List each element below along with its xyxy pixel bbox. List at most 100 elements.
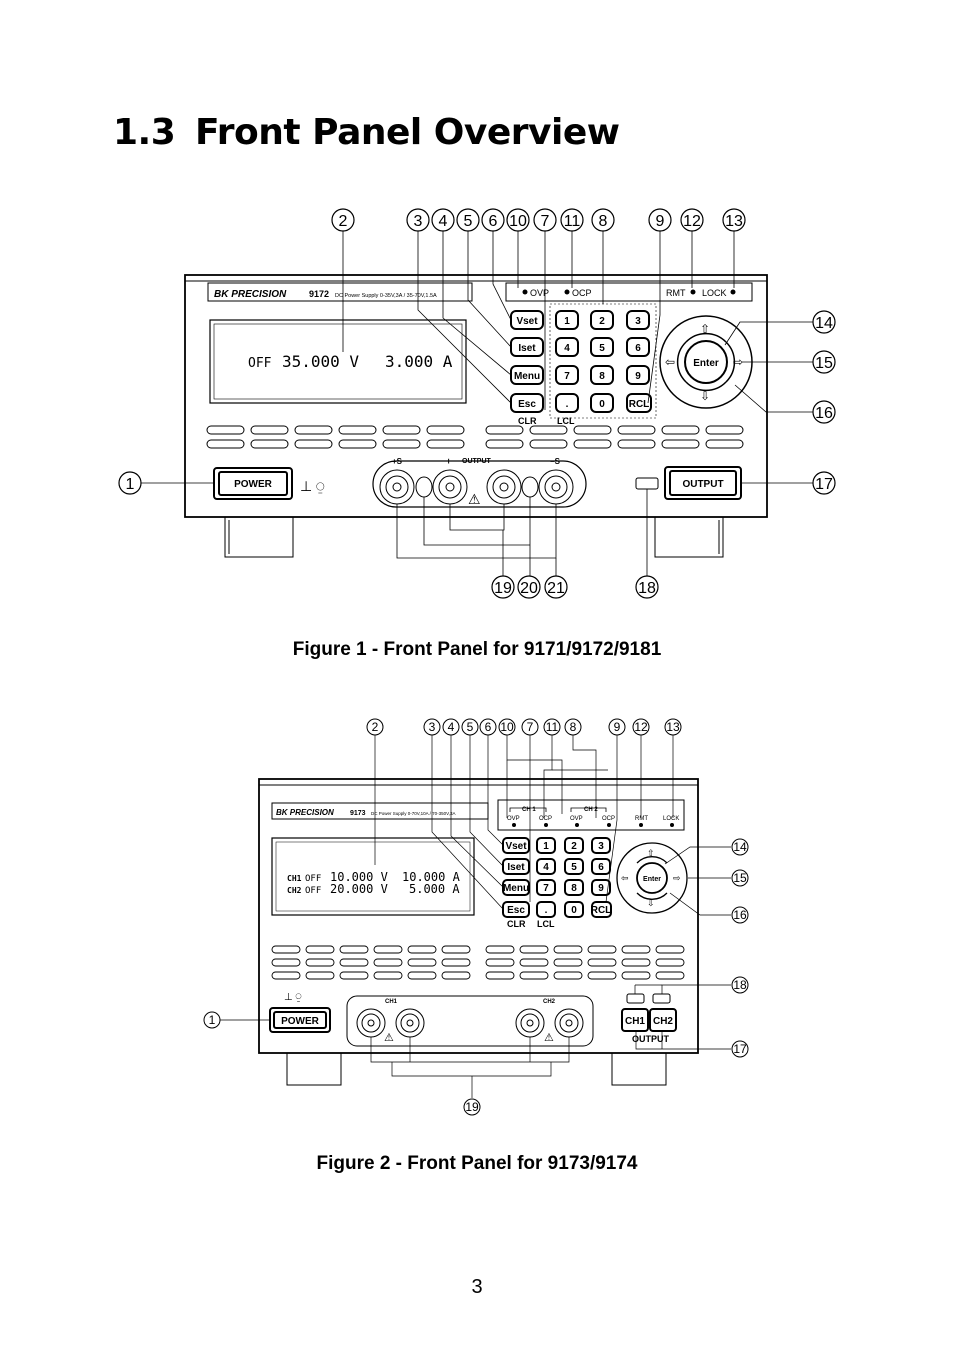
f2-esc-key[interactable]: Esc: [502, 901, 530, 918]
f1-key-6[interactable]: 6: [626, 337, 650, 357]
svg-text:7: 7: [527, 720, 534, 734]
f1-vset-key[interactable]: Vset: [510, 310, 544, 330]
f1-power-button[interactable]: POWER: [213, 467, 293, 500]
f1-key-1[interactable]: 1: [555, 310, 579, 330]
svg-text:12: 12: [634, 720, 648, 734]
f2-lcd-current2: 5.000 A: [409, 882, 460, 896]
f2-key-rcl[interactable]: RCL: [591, 901, 612, 918]
f2-callout-6: 6: [479, 718, 497, 736]
f1-menu-key[interactable]: Menu: [510, 365, 544, 385]
f1-key-4[interactable]: 4: [555, 337, 579, 357]
f1-key-3[interactable]: 3: [626, 310, 650, 330]
f1-callout-12: 12: [680, 208, 704, 232]
f2-vset-key[interactable]: Vset: [502, 837, 530, 854]
f2-nav-up-icon[interactable]: ⇧: [647, 848, 655, 858]
svg-text:6: 6: [598, 862, 604, 873]
f1-callout-17: 17: [812, 471, 836, 495]
svg-text:8: 8: [599, 213, 608, 230]
f1-nav-down-icon[interactable]: ⇩: [700, 389, 710, 403]
f2-callout-2: 2: [366, 718, 384, 736]
f2-leds: [512, 823, 674, 827]
svg-text:10: 10: [509, 213, 527, 230]
f2-ch1-button[interactable]: CH1: [621, 1008, 649, 1032]
f2-key-2[interactable]: 2: [564, 837, 584, 854]
f2-key-3[interactable]: 3: [591, 837, 611, 854]
f2-nav-wheel[interactable]: [616, 842, 688, 914]
f2-terminals[interactable]: [356, 1008, 584, 1038]
f2-callout-16: 16: [731, 906, 749, 924]
f1-term-output: OUTPUT: [462, 458, 492, 465]
f1-key-8[interactable]: 8: [590, 365, 614, 385]
f1-lock-led: [730, 289, 736, 295]
f1-clr-label: CLR: [518, 416, 537, 426]
f2-nav-right-icon[interactable]: ⇨: [673, 873, 681, 883]
svg-text:12: 12: [683, 213, 701, 230]
f1-key-9[interactable]: 9: [626, 365, 650, 385]
f2-ovp1-label: OVP: [507, 816, 520, 822]
f1-vents: [206, 425, 744, 449]
f2-ovp2-label: OVP: [570, 816, 583, 822]
f2-key-5[interactable]: 5: [564, 858, 584, 875]
f2-enter-label[interactable]: Enter: [643, 876, 661, 883]
f1-ocp-led: [564, 289, 570, 295]
svg-text:Menu: Menu: [503, 883, 529, 894]
f1-callout-18: 18: [635, 575, 659, 599]
f2-group-ch1: CH 1: [522, 807, 536, 813]
svg-text:CH2: CH2: [653, 1016, 673, 1027]
f2-nav-left-icon[interactable]: ⇦: [621, 873, 629, 883]
svg-text:.: .: [545, 905, 548, 916]
f1-key-2[interactable]: 2: [590, 310, 614, 330]
f2-model: 9173: [350, 810, 366, 817]
f2-menu-key[interactable]: Menu: [502, 879, 530, 896]
f1-nav-left-icon[interactable]: ⇦: [665, 355, 675, 369]
f1-key-7[interactable]: 7: [555, 365, 579, 385]
f2-nav-down-icon[interactable]: ⇩: [647, 898, 655, 908]
f1-model: 9172: [309, 289, 329, 299]
f2-key-7[interactable]: 7: [536, 879, 556, 896]
f2-lcd-voltage2: 20.000 V: [330, 882, 388, 896]
f2-warning-icon-2: ⚠: [544, 1032, 554, 1044]
f2-key-4[interactable]: 4: [536, 858, 556, 875]
f1-term-minus: −: [500, 456, 505, 466]
f1-iset-key[interactable]: Iset: [510, 337, 544, 357]
svg-text:2: 2: [571, 841, 577, 852]
f2-callout-5: 5: [461, 718, 479, 736]
f1-esc-key[interactable]: Esc: [510, 393, 544, 413]
svg-text:Esc: Esc: [518, 399, 536, 410]
svg-text:7: 7: [543, 883, 549, 894]
f1-key-dot[interactable]: .: [555, 393, 579, 413]
svg-text:1: 1: [209, 1013, 216, 1027]
f2-key-9[interactable]: 9: [591, 879, 611, 896]
f1-lcd-status: OFF: [248, 356, 272, 371]
svg-text:14: 14: [733, 840, 747, 854]
f1-ocp-label: OCP: [572, 288, 592, 298]
svg-text:0: 0: [599, 399, 605, 410]
svg-text:9: 9: [614, 720, 621, 734]
f2-key-dot[interactable]: .: [536, 901, 556, 918]
f2-power-button[interactable]: POWER: [269, 1007, 331, 1033]
f2-callout-4: 4: [442, 718, 460, 736]
svg-text:2: 2: [599, 316, 605, 327]
f2-key-6[interactable]: 6: [591, 858, 611, 875]
svg-text:5: 5: [571, 862, 577, 873]
f1-leader-lines: [141, 229, 813, 577]
f2-brand: BK PRECISION: [276, 808, 334, 817]
f2-key-8[interactable]: 8: [564, 879, 584, 896]
f2-output-led-1: [626, 993, 645, 1004]
svg-text:4: 4: [543, 862, 549, 873]
f2-iset-key[interactable]: Iset: [502, 858, 530, 875]
f1-nav-wheel[interactable]: [659, 315, 753, 409]
svg-text:3: 3: [429, 720, 436, 734]
f1-nav-right-icon[interactable]: ⇨: [733, 355, 743, 369]
f1-nav-up-icon[interactable]: ⇧: [700, 322, 710, 336]
f1-output-button[interactable]: OUTPUT: [664, 466, 742, 500]
f1-key-rcl[interactable]: RCL: [626, 393, 652, 413]
f1-key-0[interactable]: 0: [590, 393, 614, 413]
f2-ch2-button[interactable]: CH2: [649, 1008, 677, 1032]
f1-enter-label[interactable]: Enter: [693, 358, 719, 369]
svg-text:Vset: Vset: [505, 841, 527, 852]
f2-key-0[interactable]: 0: [564, 901, 584, 918]
f1-rmt-label: RMT: [666, 288, 686, 298]
f2-key-1[interactable]: 1: [536, 837, 556, 854]
f1-key-5[interactable]: 5: [590, 337, 614, 357]
